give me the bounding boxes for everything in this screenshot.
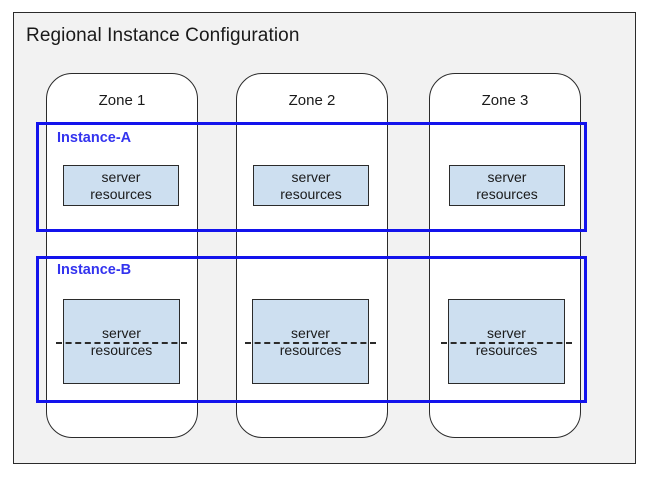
server-resources-line2: resources xyxy=(279,341,342,358)
server-resources-line1: server xyxy=(487,168,527,185)
server-resources-box[interactable]: server resources xyxy=(245,299,376,384)
server-resources-line2: resources xyxy=(475,341,538,358)
page-title: Regional Instance Configuration xyxy=(26,25,300,46)
server-resources-line2: resources xyxy=(280,185,342,202)
server-resources-line1: server xyxy=(291,168,331,185)
server-resources-box[interactable]: server resources xyxy=(449,165,565,206)
dashed-divider xyxy=(56,341,187,344)
region-container: Regional Instance Configuration Zone 1 Z… xyxy=(13,12,636,464)
server-resources-line1: server xyxy=(487,324,526,341)
server-resources-line1: server xyxy=(101,168,141,185)
server-resources-box[interactable]: server resources xyxy=(63,165,179,206)
server-resources-box[interactable]: server resources xyxy=(441,299,572,384)
server-resources-box[interactable]: server resources xyxy=(253,165,369,206)
zone-label-1: Zone 1 xyxy=(98,92,146,109)
instance-label-b: Instance-B xyxy=(57,262,132,278)
instance-label-a: Instance-A xyxy=(57,130,132,146)
dashed-divider xyxy=(245,341,376,344)
server-resources-line1: server xyxy=(291,324,330,341)
server-resources-line1: server xyxy=(102,324,141,341)
server-resources-line2: resources xyxy=(476,185,538,202)
server-resources-box[interactable]: server resources xyxy=(56,299,187,384)
server-resources-line2: resources xyxy=(90,341,153,358)
zone-label-2: Zone 2 xyxy=(288,92,336,109)
server-resources-line2: resources xyxy=(90,185,152,202)
dashed-divider xyxy=(441,341,572,344)
zone-label-3: Zone 3 xyxy=(481,92,529,109)
